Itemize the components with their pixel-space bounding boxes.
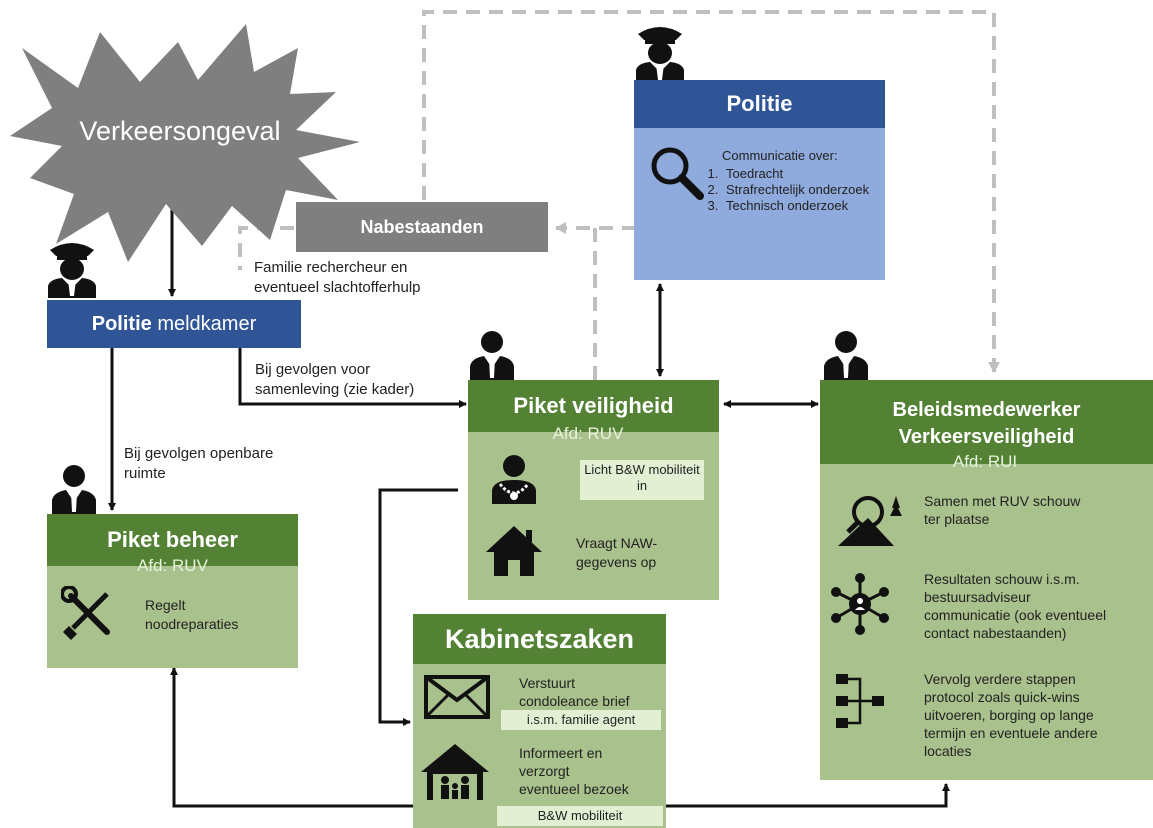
police-officer-icon	[636, 27, 684, 82]
arrow-piket-veiligheid-to-kabinet	[378, 488, 458, 726]
politie-item: Toedracht	[722, 166, 892, 182]
politie-comm-title: Communicatie over:	[722, 148, 838, 163]
beleid-item3: Vervolg verdere stappen protocol zoals q…	[924, 671, 1098, 759]
nabestaanden-note: Familie rechercheur en eventueel slachto…	[254, 259, 421, 296]
wrench-screwdriver-icon	[61, 586, 110, 640]
beleid-title-line1: Beleidsmedewerker	[892, 399, 1081, 421]
nabestaanden-box[interactable]: Nabestaanden	[296, 202, 548, 252]
piket-veiligheid-item1: Licht B&W mobiliteit in	[580, 460, 704, 500]
piket-beheer-box[interactable]: Piket beheer Afd: RUV Regelt noodreparat…	[47, 514, 298, 668]
kabinet-title: Kabinetszaken	[444, 624, 635, 654]
official-icon	[824, 331, 868, 380]
kabinet-item2-note: B&W mobiliteit	[497, 806, 663, 826]
house-icon	[486, 526, 542, 576]
politie-items: Toedracht Strafrechtelijk onderzoek Tech…	[696, 166, 892, 214]
arrow-kabinet-to-beleid	[666, 783, 950, 808]
piket-veiligheid-title: Piket veiligheid	[513, 393, 674, 418]
beleid-item2: Resultaten schouw i.s.m. bestuursadviseu…	[924, 571, 1107, 641]
piket-veiligheid-afd: Afd: RUV	[552, 424, 624, 443]
solid-connectors	[108, 196, 950, 808]
meldkamer-title-rest: meldkamer	[157, 313, 257, 335]
beleid-header: Beleidsmedewerker Verkeersveiligheid	[820, 380, 1153, 464]
politie-item: Strafrechtelijk onderzoek	[722, 182, 892, 198]
meldkamer-box[interactable]: Politie meldkamer	[47, 300, 301, 348]
police-officer-icon	[48, 243, 96, 298]
nabestaanden-label: Nabestaanden	[360, 217, 484, 237]
envelope-icon	[424, 675, 490, 719]
politie-title: Politie	[634, 80, 885, 128]
beleid-item1: Samen met RUV schouw ter plaatse	[924, 493, 1081, 527]
inspection-icon	[838, 496, 902, 546]
kabinet-item2: Informeert en verzorgt eventueel bezoek	[519, 745, 629, 797]
dashed-connectors	[238, 10, 1000, 380]
network-icon	[831, 573, 889, 635]
piket-veiligheid-box[interactable]: Piket veiligheid Afd: RUV Licht B&W mobi…	[468, 380, 719, 600]
piket-beheer-afd: Afd: RUV	[137, 556, 208, 575]
flowchart-icon	[836, 674, 884, 728]
edge-label-openbare: Bij gevolgen openbare ruimte	[124, 445, 274, 482]
accident-starburst	[10, 24, 360, 262]
dashed-top-loop	[422, 10, 1000, 373]
piket-veiligheid-item2: Vraagt NAW- gegevens op	[576, 535, 658, 570]
kabinet-header: Kabinetszaken	[413, 614, 666, 664]
official-icon	[470, 331, 514, 380]
kabinet-item1: Verstuurt condoleance brief	[519, 675, 630, 709]
politie-box[interactable]: Politie Communicatie over: Toedracht Str…	[634, 80, 885, 280]
dashed-left-stub	[238, 226, 294, 270]
kabinet-box[interactable]: Kabinetszaken Verstuurt condoleance brie…	[413, 614, 666, 828]
piket-beheer-header: Piket beheer	[47, 514, 298, 566]
kabinet-item1-note: i.s.m. familie agent	[501, 710, 661, 730]
meldkamer-title-bold: Politie	[91, 313, 152, 335]
magnifier-icon	[651, 147, 704, 200]
accident-label: Verkeersongeval	[79, 116, 281, 146]
beleid-title-line2: Verkeersveiligheid	[898, 426, 1075, 448]
edge-label-samenleving: Bij gevolgen voor samenleving (zie kader…	[255, 361, 415, 398]
piket-beheer-title: Piket beheer	[107, 527, 238, 552]
piket-beheer-item: Regelt noodreparaties	[145, 597, 239, 632]
official-icon	[52, 465, 96, 514]
beleid-afd: Afd: RUI	[952, 452, 1018, 471]
arrow-kabinet-to-piket-beheer	[170, 667, 414, 808]
family-house-icon	[421, 744, 489, 800]
official-chain-icon	[492, 455, 536, 504]
beleid-box[interactable]: Beleidsmedewerker Verkeersveiligheid Afd…	[820, 380, 1153, 780]
politie-item: Technisch onderzoek	[722, 198, 892, 214]
arrow-meldkamer-to-piket-veiligheid	[238, 348, 467, 408]
piket-veiligheid-header: Piket veiligheid	[468, 380, 719, 432]
